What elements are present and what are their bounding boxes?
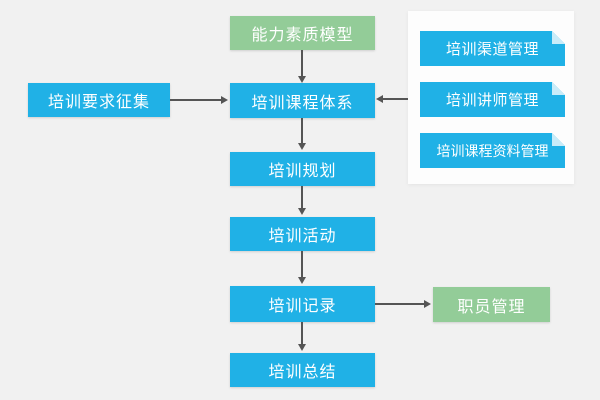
arrowhead-icon: [221, 96, 228, 104]
node-competency-model: 能力素质模型: [230, 16, 375, 50]
node-training-course-system: 培训课程体系: [230, 83, 375, 118]
node-training-activity: 培训活动: [230, 217, 375, 251]
node-training-summary: 培训总结: [230, 353, 375, 387]
arrowhead-icon: [298, 143, 306, 150]
note-training-instructor-management: 培训讲师管理: [420, 82, 565, 117]
management-panel: 培训渠道管理 培训讲师管理 培训课程资料管理: [408, 11, 574, 184]
node-training-requirements: 培训要求征集: [28, 83, 170, 117]
note-training-channel-management: 培训渠道管理: [420, 31, 565, 66]
arrowhead-icon: [298, 344, 306, 351]
arrow-activity-to-record: [301, 251, 303, 277]
note-training-course-material-management: 培训课程资料管理: [420, 133, 565, 168]
arrow-plan-to-activity: [301, 186, 303, 208]
arrow-panel-to-course: [383, 98, 408, 100]
node-training-record: 培训记录: [230, 286, 375, 322]
arrowhead-icon: [424, 300, 431, 308]
arrow-model-to-course: [301, 50, 303, 76]
arrow-requirements-to-course: [170, 99, 221, 101]
node-training-plan: 培训规划: [230, 152, 375, 186]
arrow-course-to-plan: [301, 118, 303, 143]
node-staff-management: 职员管理: [433, 287, 550, 322]
arrow-record-to-staff: [375, 303, 424, 305]
arrowhead-icon: [376, 95, 383, 103]
arrowhead-icon: [298, 76, 306, 83]
arrowhead-icon: [298, 208, 306, 215]
arrow-record-to-summary: [301, 322, 303, 344]
arrowhead-icon: [298, 277, 306, 284]
